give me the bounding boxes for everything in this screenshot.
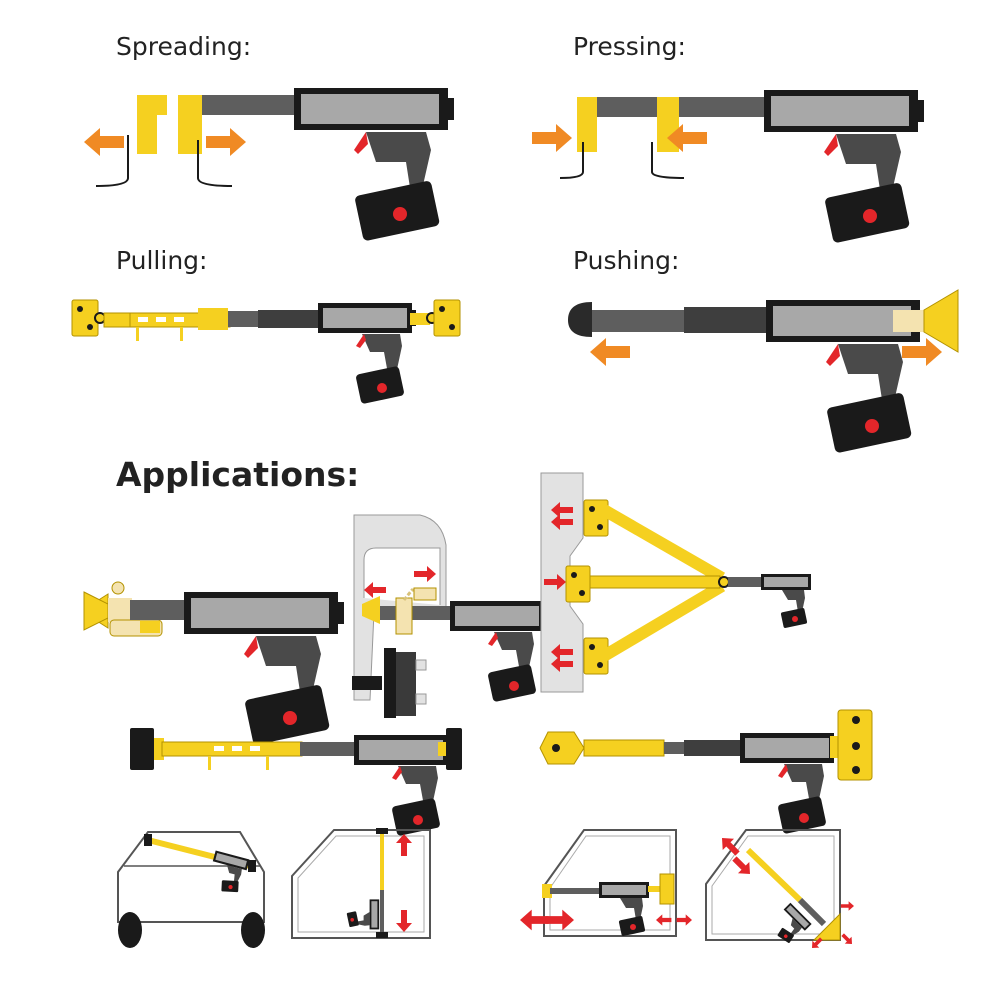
- label-pressing: Pressing:: [573, 32, 686, 61]
- app-door-vertical: [291, 828, 431, 939]
- pressing-illustration: [532, 90, 924, 244]
- app-panel-spread: [540, 472, 811, 693]
- pulling-illustration: [71, 299, 461, 405]
- app-car-body: [117, 831, 265, 948]
- app-door-frame: [352, 514, 548, 718]
- app-hex-pull: [539, 709, 873, 835]
- app-door-diagonal: [705, 829, 856, 952]
- label-spreading: Spreading:: [116, 32, 252, 61]
- app-cup-push: [83, 581, 344, 746]
- label-pulling: Pulling:: [116, 246, 208, 275]
- pushing-illustration: [568, 289, 959, 454]
- app-block-pull: [130, 728, 462, 837]
- applications-heading: Applications:: [116, 455, 360, 494]
- label-pushing: Pushing:: [573, 246, 680, 275]
- spreading-illustration: [84, 88, 454, 242]
- app-door-horizontal: [520, 829, 692, 937]
